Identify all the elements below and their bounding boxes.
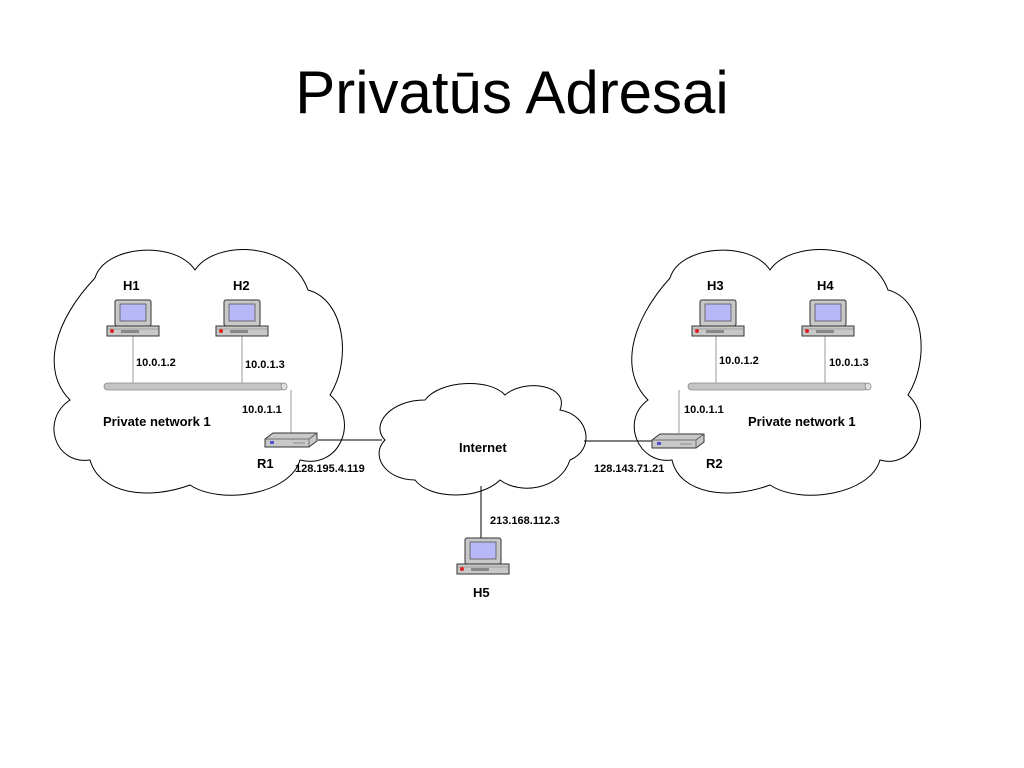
h4-label: H4 xyxy=(817,278,834,293)
r1-router-icon xyxy=(264,432,318,448)
r2-inside-ip: 10.0.1.1 xyxy=(684,404,724,416)
internet-cloud xyxy=(378,383,587,496)
h4-ip: 10.0.1.3 xyxy=(829,357,869,369)
h4-computer-icon xyxy=(801,299,855,337)
r1-outside-ip: 128.195.4.119 xyxy=(295,463,365,475)
h5-computer-icon xyxy=(456,537,510,575)
left-private-network-cloud xyxy=(53,249,345,496)
h3-label: H3 xyxy=(707,278,724,293)
r1-label: R1 xyxy=(257,456,274,471)
right-network-bus xyxy=(687,382,869,391)
h2-label: H2 xyxy=(233,278,250,293)
h2-ip: 10.0.1.3 xyxy=(245,359,285,371)
internet-label: Internet xyxy=(459,440,507,455)
h3-ip: 10.0.1.2 xyxy=(719,355,759,367)
h1-label: H1 xyxy=(123,278,140,293)
left-network-label: Private network 1 xyxy=(103,414,211,429)
h1-computer-icon xyxy=(106,299,160,337)
h1-ip: 10.0.1.2 xyxy=(136,357,176,369)
h2-computer-icon xyxy=(215,299,269,337)
r1-inside-ip: 10.0.1.1 xyxy=(242,404,282,416)
h3-computer-icon xyxy=(691,299,745,337)
slide-title: Privatūs Adresai xyxy=(295,59,729,126)
r2-outside-ip: 128.143.71.21 xyxy=(594,463,664,475)
h5-ip: 213.168.112.3 xyxy=(490,515,560,527)
right-private-network-cloud xyxy=(631,249,922,496)
h5-label: H5 xyxy=(473,585,490,600)
r2-label: R2 xyxy=(706,456,723,471)
right-network-label: Private network 1 xyxy=(748,414,856,429)
r2-router-icon xyxy=(651,433,705,449)
left-network-bus xyxy=(103,382,285,391)
